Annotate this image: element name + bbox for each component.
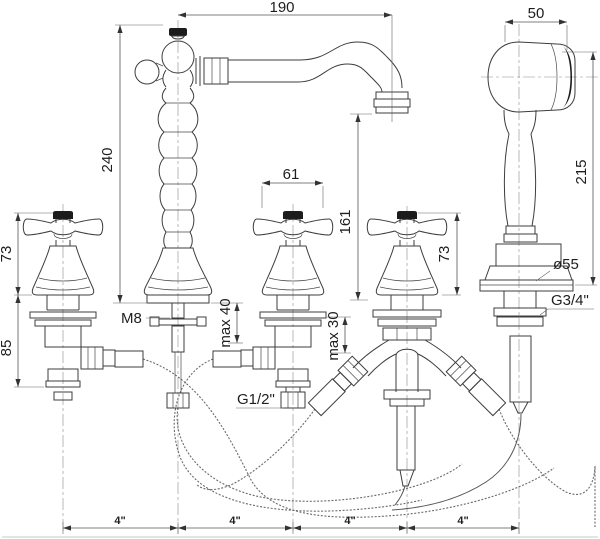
- dim-label-outlet-height: 161: [337, 209, 354, 234]
- dim-label-spacing-1: 4": [114, 515, 125, 527]
- dimension-dia55: ø55: [535, 256, 579, 282]
- right-mixer-assembly: [306, 210, 508, 506]
- supply-hoses: [142, 358, 596, 528]
- dimension-max30: max 30: [325, 311, 351, 361]
- escutcheon: [479, 279, 574, 292]
- shower-face-shading: [563, 46, 572, 108]
- middle-handle-assembly: [212, 210, 334, 409]
- dimension-m8: M8: [121, 310, 170, 327]
- dimension-73-right: 73: [418, 212, 461, 296]
- handshower-hose: [391, 413, 522, 511]
- dim-label-right-handle-height: 73: [436, 246, 453, 263]
- dim-label-body-depth: 85: [0, 340, 15, 357]
- dim-label-inlet-thread: G1/2": [237, 391, 275, 408]
- dimension-50: 50: [504, 5, 568, 50]
- shower-holder: [495, 243, 562, 267]
- dimension-max40: max 40: [211, 298, 243, 348]
- dimension-215: 215: [562, 51, 597, 286]
- spout-side-knob: [134, 59, 160, 85]
- dimension-161: 161: [337, 113, 372, 301]
- dim-label-spacing-4: 4": [457, 515, 468, 527]
- dimension-g34: G3/4": [539, 292, 594, 316]
- dim-label-spacing-2: 4": [229, 515, 240, 527]
- m8-stud: [171, 302, 185, 319]
- dim-label-holder-thread: G3/4": [551, 292, 589, 309]
- dim-label-shower-height: 215: [573, 159, 590, 184]
- dim-label-spacing-3: 4": [344, 515, 355, 527]
- spout-column-assembly: [134, 28, 411, 409]
- dim-label-column-height: 240: [99, 147, 116, 172]
- dim-label-left-handle-height: 73: [0, 246, 15, 263]
- left-handle-assembly: [22, 210, 144, 401]
- mixer-flex-hose: [396, 405, 416, 471]
- hand-shower-assembly: [479, 41, 576, 414]
- dimension-61: 61: [261, 166, 324, 208]
- dim-label-escutcheon-dia: ø55: [553, 256, 579, 273]
- dim-label-handle-width: 61: [283, 166, 300, 183]
- dimension-240: 240: [99, 24, 163, 304]
- dimension-73-left: 73: [0, 212, 53, 296]
- dimension-190: 190: [178, 0, 393, 122]
- spout: [228, 41, 411, 114]
- centerlines: [62, 20, 598, 534]
- dim-label-max-deck-handle: max 30: [325, 311, 342, 360]
- dimension-85: 85: [0, 295, 44, 388]
- shower-thread-hose: [509, 335, 532, 403]
- dim-label-spout-reach: 190: [269, 0, 294, 16]
- dimension-chain-4inch: 4" 4" 4" 4": [62, 515, 520, 534]
- inlet-fitting: [280, 391, 306, 409]
- dim-label-stud-thread: M8: [121, 310, 142, 327]
- dimension-g12: G1/2": [236, 391, 284, 409]
- dim-label-shower-width: 50: [528, 5, 545, 22]
- dim-label-max-deck-center: max 40: [217, 298, 234, 347]
